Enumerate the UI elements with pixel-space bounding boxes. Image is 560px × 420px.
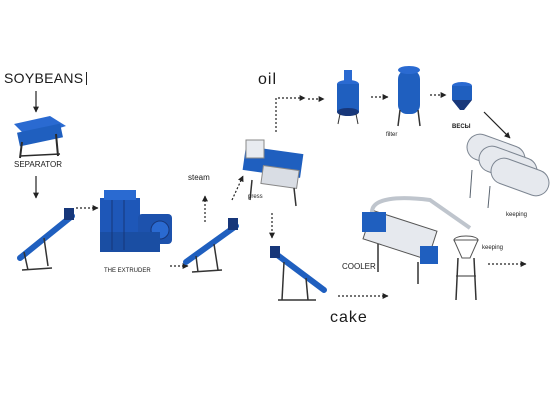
cooler-label: COOLER xyxy=(342,262,376,271)
press-machine xyxy=(242,139,304,207)
arrow-conveyor-to-press xyxy=(231,175,244,201)
cake-label: cake xyxy=(330,309,368,326)
conveyor-1 xyxy=(17,208,75,271)
filter-label: filter xyxy=(386,132,398,138)
arrow-scales-to-storage xyxy=(483,111,511,139)
text-cursor xyxy=(86,72,88,85)
oil-tank xyxy=(337,70,359,125)
separator-machine xyxy=(14,116,66,159)
keeping-bottom-label: keeping xyxy=(482,245,504,251)
oil-label: oil xyxy=(258,71,278,88)
steam-label: steam xyxy=(188,173,210,182)
scales-machine xyxy=(452,82,472,110)
press-label: press xyxy=(248,194,263,200)
keeping-top-label: keeping xyxy=(506,212,528,218)
extruder-machine xyxy=(100,190,172,252)
separator-label: SEPARATOR xyxy=(14,160,63,169)
soybeans-text: SOYBEANS xyxy=(4,70,84,86)
arrow-press-to-oil xyxy=(275,95,306,132)
scales-label: ВЕСЫ xyxy=(452,124,471,130)
conveyor-3 xyxy=(270,246,327,301)
flow-arrows xyxy=(33,91,527,299)
storage-tanks xyxy=(466,133,550,209)
cooler-machine xyxy=(362,196,472,284)
extruder-label: THE EXTRUDER xyxy=(104,268,151,274)
filter-machine xyxy=(397,66,421,127)
soybeans-label: SOYBEANS xyxy=(4,70,88,86)
conveyor-2 xyxy=(183,218,239,273)
cyclone-storage xyxy=(453,235,479,301)
